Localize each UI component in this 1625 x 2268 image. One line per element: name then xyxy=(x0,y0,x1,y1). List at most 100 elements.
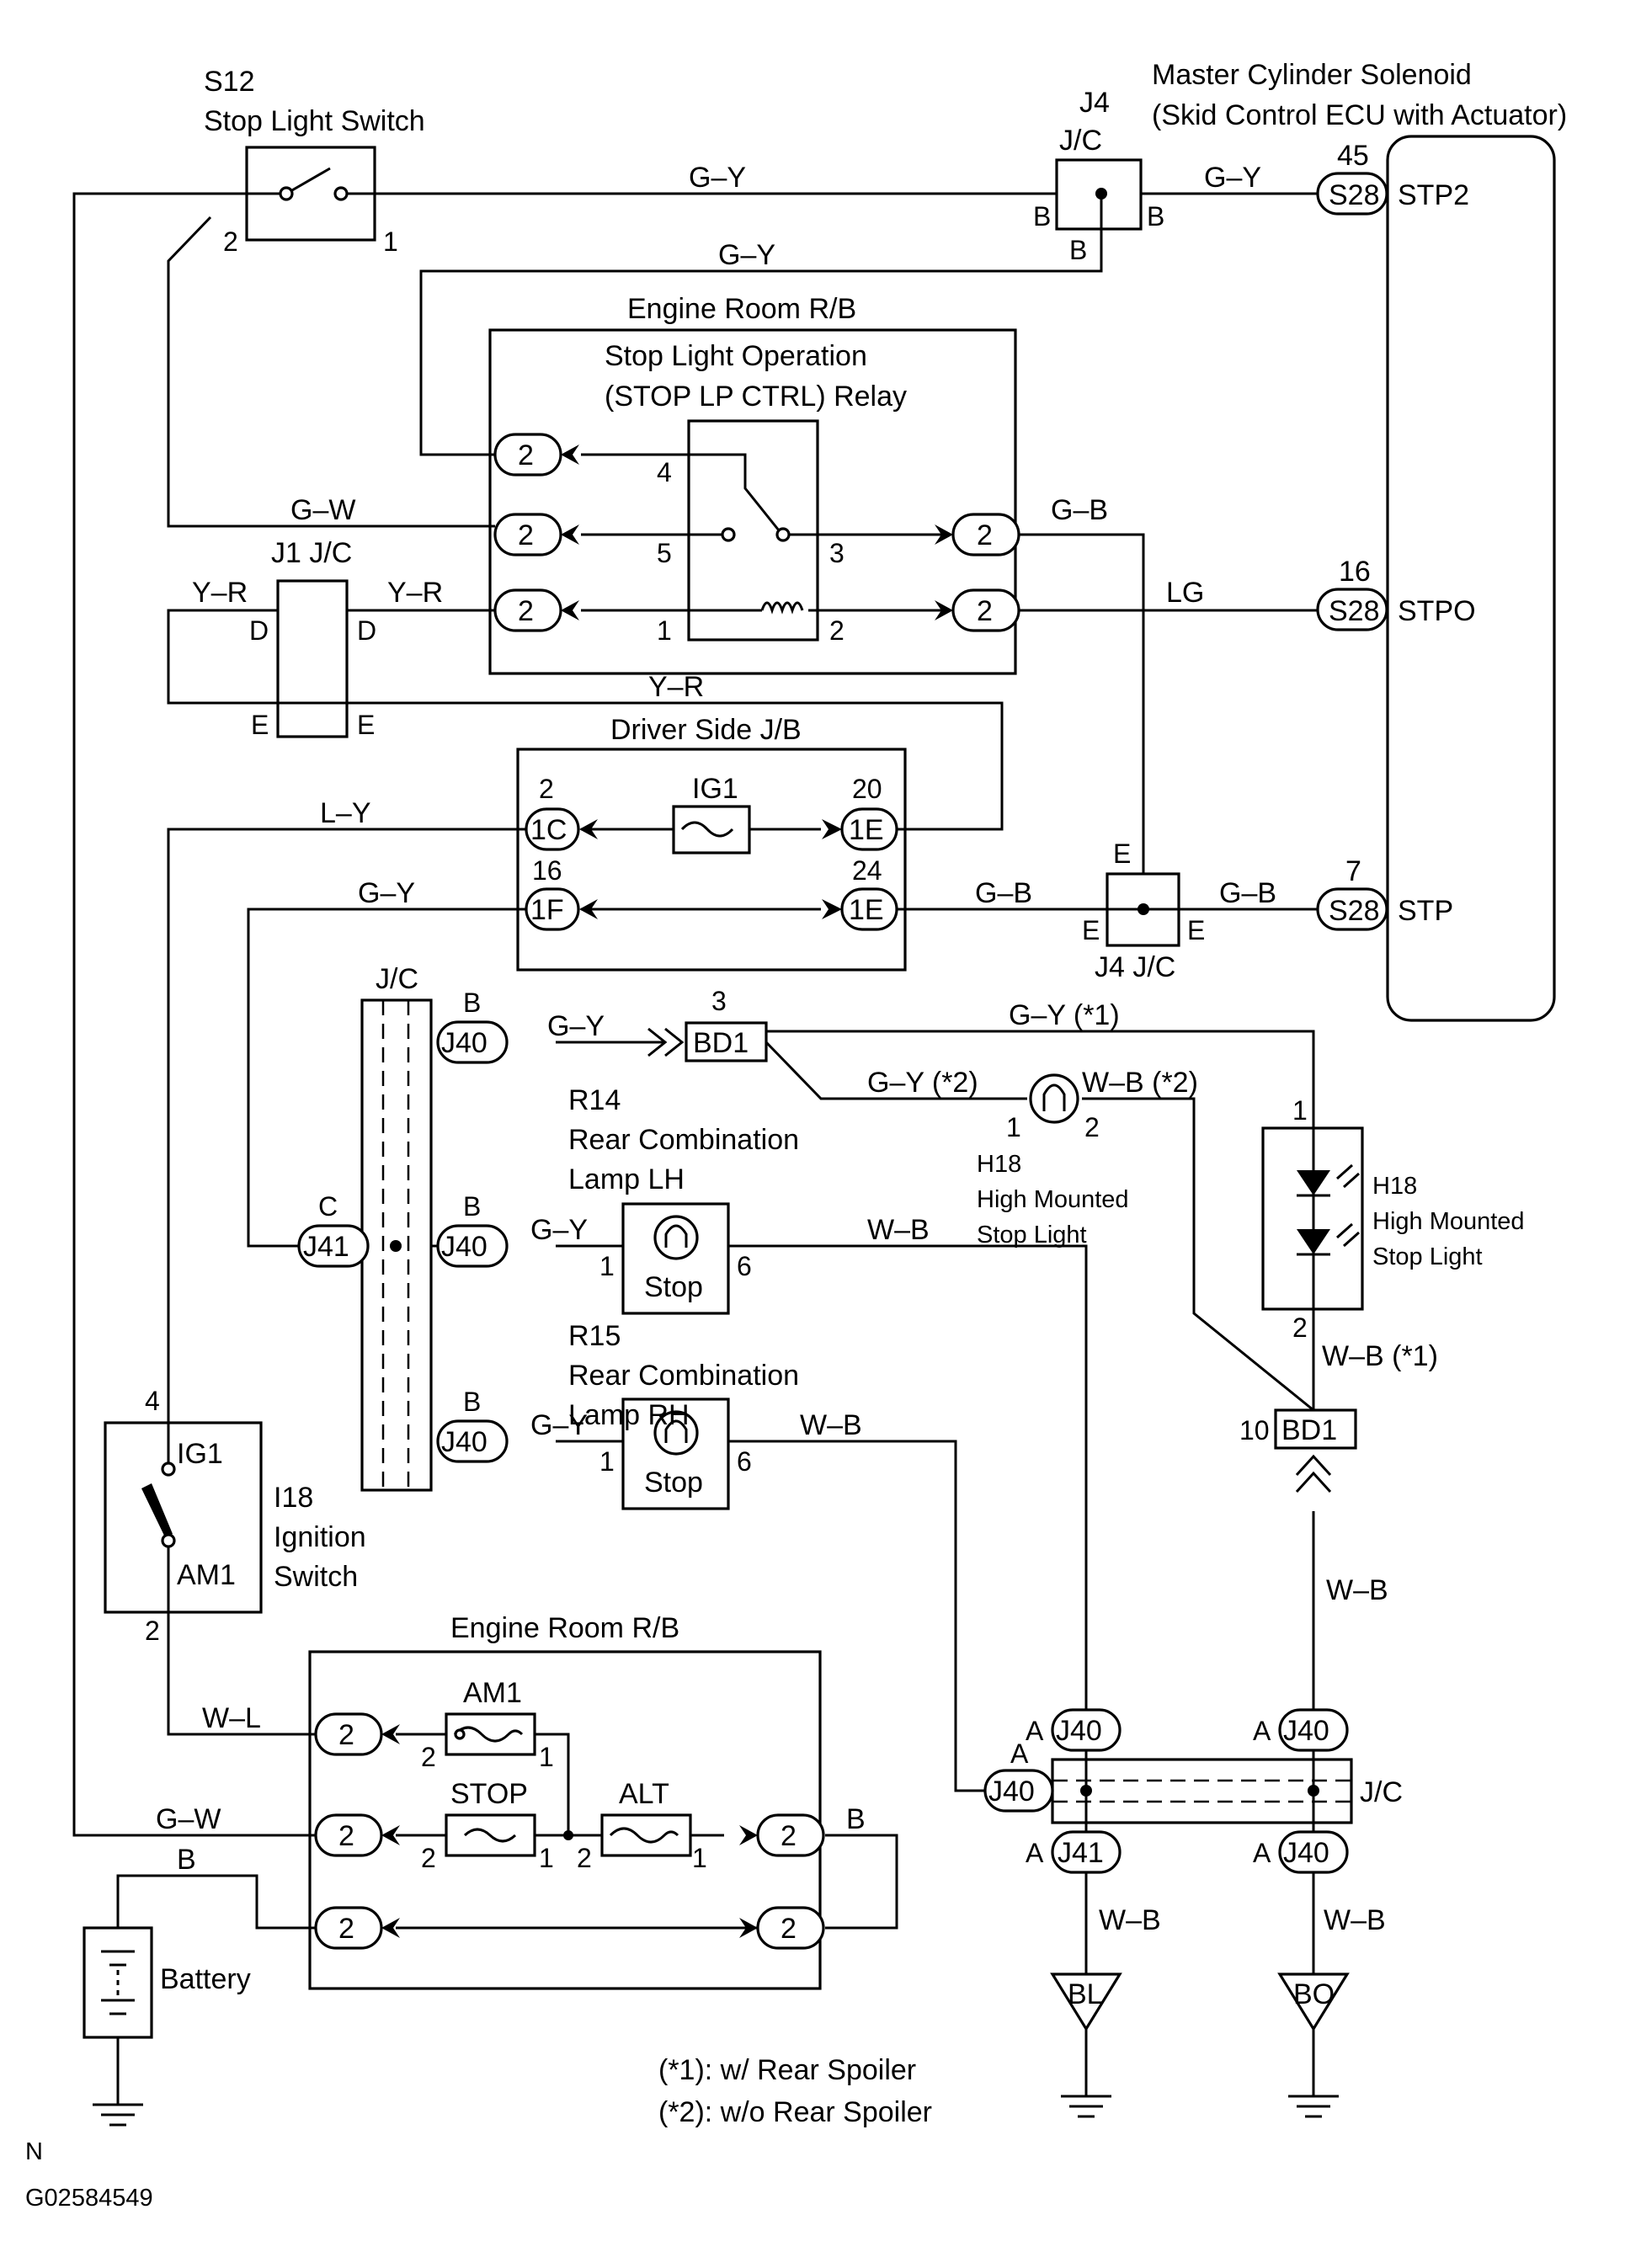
erb-lower-label: Engine Room R/B xyxy=(450,1612,679,1644)
wire-gy1: G–Y (*1) xyxy=(1009,999,1120,1031)
erb2-conn-1: 2 xyxy=(338,1719,354,1751)
note-2: (*2): w/o Rear Spoiler xyxy=(658,2096,932,2128)
wire-wb-bd1: W–B xyxy=(1326,1574,1388,1606)
wire-wb-lh: W–B xyxy=(867,1214,930,1246)
conn-j40-2: J40 xyxy=(441,1231,488,1263)
am1-pin-2: 2 xyxy=(421,1742,436,1772)
j40-2-pin-b: B xyxy=(463,1191,481,1222)
r14-line2: Lamp LH xyxy=(568,1163,685,1195)
terminal-stp: STP xyxy=(1398,895,1453,927)
erb2-conn-2: 2 xyxy=(338,1820,354,1852)
master-cylinder-solenoid: Master Cylinder Solenoid (Skid Control E… xyxy=(1152,59,1567,1022)
wire-yr-bottom: Y–R xyxy=(648,671,704,703)
lamp-rh-stop: Stop xyxy=(644,1467,703,1499)
erb-conn-left-3: 2 xyxy=(518,595,534,627)
wire-wb-rh: W–B xyxy=(800,1409,862,1441)
erb2-conn-5: 2 xyxy=(781,1913,797,1945)
wire-ly: L–Y xyxy=(320,797,371,829)
terminal-stp2: STP2 xyxy=(1398,179,1469,211)
h18-led-id: H18 xyxy=(1372,1173,1417,1200)
wire-gb-relay: G–B xyxy=(1051,494,1108,526)
j40-1-pin-b: B xyxy=(463,988,481,1018)
j40-4-pin-a: A xyxy=(1026,1716,1044,1746)
lamp-rh-pin-6: 6 xyxy=(737,1446,752,1477)
wire-gw-lower: G–W xyxy=(156,1803,221,1835)
jc-horizontal: J/C J40 A J40 A J40 A J41 A J40 A xyxy=(983,1708,1403,1874)
s28-connector-3: S28 xyxy=(1329,895,1380,927)
jc-vertical: J/C J41 C J40 B J40 B J40 B xyxy=(297,963,509,1492)
alt-pin-1: 1 xyxy=(692,1843,707,1873)
wire-gy-rh: G–Y xyxy=(530,1409,588,1441)
i18-line2: Switch xyxy=(274,1561,358,1593)
pin-1e-20: 20 xyxy=(852,774,882,804)
i18-line1: Ignition xyxy=(274,1521,366,1553)
engine-room-rb-upper: Engine Room R/B Stop Light Operation (ST… xyxy=(488,293,1020,675)
relay-pin-3: 3 xyxy=(829,538,844,568)
rear-lamp-rh: Stop 1 6 R15 Rear Combination Lamp RH xyxy=(568,1320,799,1510)
notes: (*1): w/ Rear Spoiler (*2): w/o Rear Spo… xyxy=(25,2054,932,2212)
j1-pin-e-left: E xyxy=(251,710,269,740)
bd1-lower-label: BD1 xyxy=(1281,1414,1337,1446)
footer-code: N xyxy=(25,2138,43,2165)
driver-side-jb: Driver Side J/B IG1 1C 2 1F 16 1E 20 1E … xyxy=(516,714,907,972)
j1-pin-d-left: D xyxy=(249,615,269,646)
lamp-rh-pin-1: 1 xyxy=(599,1446,615,1477)
i18-id: I18 xyxy=(274,1482,313,1514)
erb2-conn-4: 2 xyxy=(781,1820,797,1852)
stop-pin-2: 2 xyxy=(421,1843,436,1873)
wire-gb-s28: G–B xyxy=(1219,877,1276,909)
ground-bl: BL xyxy=(1050,1973,1122,2118)
jc-horizontal-label: J/C xyxy=(1360,1776,1403,1808)
j1-label: J1 J/C xyxy=(271,537,352,569)
ground-bl-label: BL xyxy=(1068,1978,1103,2010)
wire-labels: G–Y G–Y G–Y G–W G–B LG Y–R Y–R Y–R L–Y G… xyxy=(156,162,1438,1936)
terminal-stpo: STPO xyxy=(1398,595,1476,627)
wire-gy-bd1: G–Y xyxy=(547,1010,605,1042)
j1-junction: J1 J/C D D E E xyxy=(249,537,376,740)
j4-pin-b-bottom: B xyxy=(1069,235,1087,265)
pin-16: 16 xyxy=(1339,556,1371,588)
lamp-lh-pin-1: 1 xyxy=(599,1251,615,1281)
stop-light-switch: S12 Stop Light Switch 2 1 xyxy=(204,66,425,257)
fuse-alt: ALT xyxy=(619,1778,669,1810)
relay-pin-1: 1 xyxy=(657,615,672,646)
rear-lamp-lh: Stop 1 6 R14 Rear Combination Lamp LH xyxy=(568,1084,799,1315)
wire-wb1: W–B (*1) xyxy=(1322,1340,1438,1372)
ign-am1: AM1 xyxy=(177,1559,236,1591)
j4-pin-b-right: B xyxy=(1147,201,1164,232)
r14-id: R14 xyxy=(568,1084,621,1116)
dsjb-label: Driver Side J/B xyxy=(610,714,802,746)
pin-45: 45 xyxy=(1337,140,1369,172)
s12-id: S12 xyxy=(204,66,255,98)
conn-j40-4: J40 xyxy=(1056,1715,1102,1747)
conn-1e-lower: 1E xyxy=(849,894,884,926)
s28-connector-2: S28 xyxy=(1329,595,1380,627)
j4-lower-pin-e-top: E xyxy=(1113,839,1131,869)
conn-j40-1: J40 xyxy=(441,1027,488,1059)
wire-gb-1e: G–B xyxy=(975,877,1032,909)
j41-pin-c: C xyxy=(318,1191,338,1222)
wire-yr-right: Y–R xyxy=(387,577,443,609)
ground-bo-label: BO xyxy=(1293,1978,1335,2010)
footer-id: G02584549 xyxy=(25,2185,153,2212)
wire-gy2: G–Y (*2) xyxy=(867,1067,978,1099)
ig1-fuse-label: IG1 xyxy=(692,773,738,805)
j4-lower-pin-e-right: E xyxy=(1187,915,1205,945)
conn-1f: 1F xyxy=(530,894,564,926)
h18-led-line1: High Mounted xyxy=(1372,1208,1525,1235)
wire-b-battery: B xyxy=(177,1844,196,1876)
fuse-stop: STOP xyxy=(450,1778,528,1810)
relay-pin-4: 4 xyxy=(657,457,672,487)
pin-1c-2: 2 xyxy=(539,774,554,804)
j4-pin-b-left: B xyxy=(1033,201,1051,232)
j40-5-pin-a: A xyxy=(1253,1716,1271,1746)
mcs-title: Master Cylinder Solenoid xyxy=(1152,59,1472,91)
erb-conn-right-1: 2 xyxy=(977,519,993,551)
conn-j41-lower: J41 xyxy=(1058,1837,1104,1869)
erb-conn-right-2: 2 xyxy=(977,595,993,627)
conn-j41-left: J41 xyxy=(303,1231,349,1263)
j4-jc: J/C xyxy=(1059,125,1102,157)
engine-room-rb-lower: Engine Room R/B AM1 2 1 STOP 2 1 ALT 2 1… xyxy=(308,1612,825,1990)
battery-symbol: Battery xyxy=(83,1926,251,2127)
